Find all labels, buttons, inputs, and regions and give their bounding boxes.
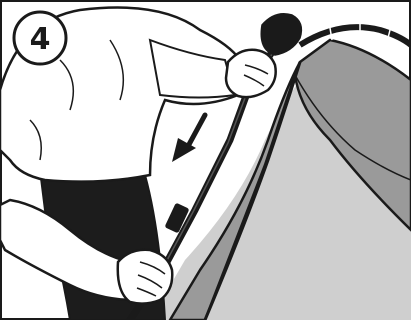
step-badge: 4 — [14, 12, 66, 64]
step-number: 4 — [30, 22, 51, 57]
lower-hand — [118, 250, 173, 304]
